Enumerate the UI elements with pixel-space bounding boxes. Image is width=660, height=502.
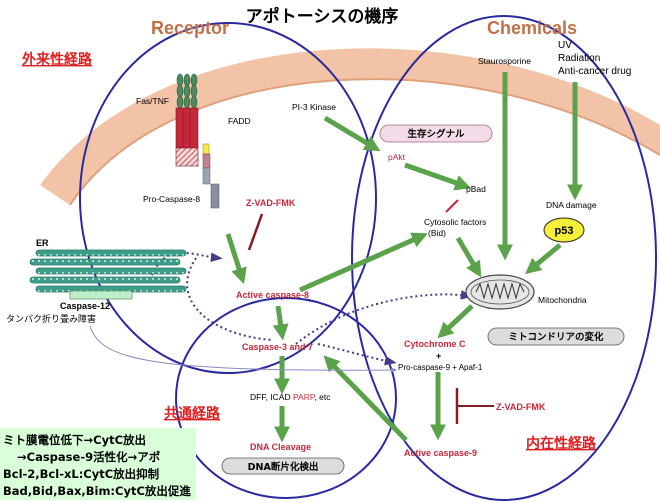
zvad-top-inhibit-line — [247, 213, 264, 251]
arrow-pakt-to-pbad — [404, 162, 472, 191]
arrow-cytosolic-to-mito — [455, 236, 482, 278]
thin-er-to-procasp9 — [89, 325, 398, 373]
mitochondria-icon — [465, 274, 535, 310]
cytosolic-factors-label: Cytosolic factors — [424, 217, 486, 227]
staurosporine-label: Staurosporine — [478, 56, 531, 66]
er-label: ER — [36, 238, 49, 248]
zvad-fmk-top-label: Z-VAD-FMK — [246, 198, 296, 208]
p53-label: p53 — [555, 225, 574, 237]
dotted-procasp8-loop — [186, 257, 273, 341]
anticancer-label: Anti-cancer drug — [558, 66, 631, 77]
active-caspase-8-label: Active caspase-8 — [236, 290, 309, 300]
extrinsic-pathway-label: 外来性経路 — [22, 51, 93, 68]
dna-damage-label: DNA damage — [546, 200, 597, 210]
note-line-2: →Caspase-9活性化→アポ — [17, 450, 161, 464]
note-line-3: Bcl-2,Bcl-xL:CytC放出抑制 — [3, 467, 160, 481]
fas-tnf-receptor — [175, 73, 220, 209]
pro-caspase-8-label: Pro-Caspase-8 — [143, 194, 200, 204]
fadd-label: FADD — [228, 116, 251, 126]
cytochrome-c-label: Cytochrome C — [404, 339, 466, 349]
survival-signal-pill — [379, 124, 493, 143]
intrinsic-pathway-ellipse — [351, 15, 657, 501]
pro-caspase-9-label: Pro-caspase-9 + Apaf-1 — [398, 363, 483, 372]
caspase-12-box — [69, 290, 133, 300]
arrow-p53-to-mito — [525, 243, 562, 275]
mito-change-pill — [487, 327, 625, 346]
note-line-4: Bad,Bid,Bax,Bim:CytC放出促進 — [3, 484, 191, 498]
arrow-pi3k-to-survival — [323, 115, 381, 152]
active-caspase-9-label: Active caspase-9 — [404, 448, 477, 458]
radiation-label: Radiation — [558, 53, 600, 64]
caspase-3-7-label: Caspase-3 and 7 — [242, 342, 313, 352]
arrow-procasp8-to-active8 — [225, 233, 247, 285]
arrow-mito-to-cytc — [437, 304, 474, 339]
pakt-label: pAkt — [388, 152, 406, 162]
uv-label: UV — [558, 40, 572, 51]
fas-tnf-label: Fas/TNF — [136, 96, 169, 106]
arrow-active8-to-bid — [298, 232, 428, 293]
diagram-title: アポトーシスの機序 — [246, 6, 399, 27]
p53-ellipse — [543, 217, 585, 243]
extrinsic-pathway-ellipse — [79, 22, 377, 374]
bid-label: (Bid) — [428, 228, 446, 238]
survival-signal-label: 生存シグナル — [407, 128, 465, 140]
er-icon — [29, 249, 187, 293]
receptor-header: Receptor — [151, 18, 229, 38]
arrow-active9-to-casp37 — [323, 355, 408, 442]
intrinsic-pathway-label: 内在性経路 — [526, 435, 597, 452]
chemicals-header: Chemicals — [487, 18, 577, 38]
dotted-casp37-to-mito — [295, 290, 473, 345]
mito-change-label: ミトコンドリアの変化 — [508, 331, 604, 343]
dotted-casp37-to-procasp9 — [317, 343, 397, 366]
common-pathway-ellipse — [175, 297, 397, 499]
zvad-fmk-bottom-label: Z-VAD-FMK — [496, 402, 546, 412]
dna-fragment-pill — [221, 457, 345, 475]
caspase-12-note: タンパク折り畳み障害 — [6, 313, 96, 325]
pbad-label: pBad — [466, 184, 486, 194]
green-arrows — [225, 72, 584, 443]
pbad-inhibit-line — [445, 199, 459, 213]
dff-icad-parp-label: DFF, ICAD PARP, etc — [250, 392, 331, 402]
arrow-active8-to-casp37 — [272, 305, 289, 341]
note-line-1: ミト膜電位低下→CytC放出 — [3, 433, 147, 447]
pi3-kinase-label: PI-3 Kinase — [292, 102, 336, 112]
dna-fragment-label: DNA断片化検出 — [248, 461, 319, 473]
dna-cleavage-label: DNA Cleavage — [250, 442, 311, 452]
caspase-12-label: Caspase-12 — [60, 301, 110, 311]
common-pathway-label: 共通経路 — [164, 405, 221, 422]
dotted-er-to-procasp8 — [149, 251, 223, 281]
mitochondria-label: Mitochondria — [538, 295, 587, 305]
plus-label: + — [436, 351, 441, 361]
notes-box: ミト膜電位低下→CytC放出 →Caspase-9活性化→アポ Bcl-2,Bc… — [0, 428, 196, 500]
parp-label: PARP — [293, 392, 316, 402]
